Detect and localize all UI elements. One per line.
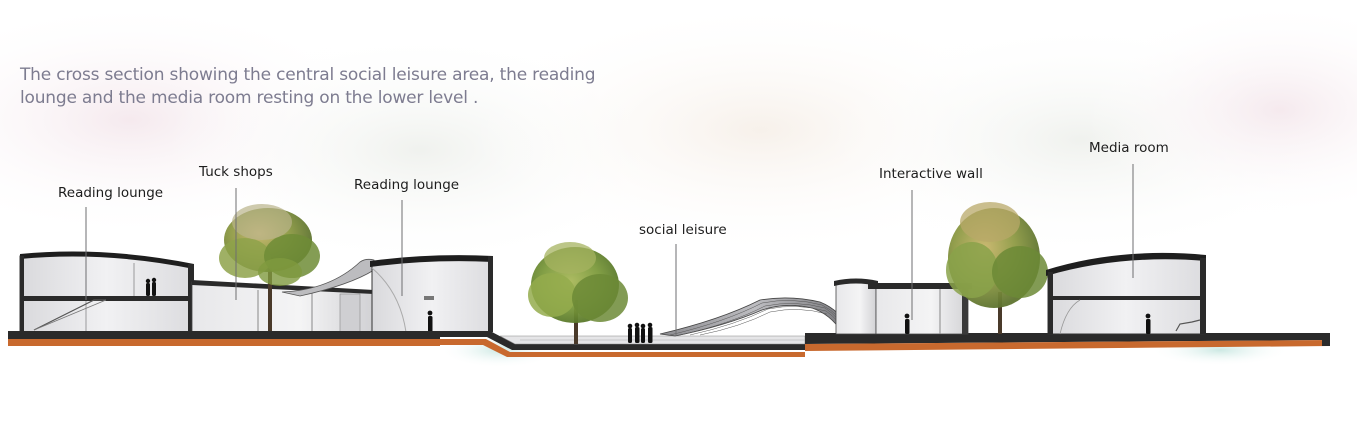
caption-line-1: The cross section showing the central so… — [20, 65, 596, 85]
label-tuck-shops: Tuck shops — [199, 164, 273, 180]
section-caption: The cross section showing the central so… — [20, 64, 660, 110]
caption-line-2: lounge and the media room resting on the… — [20, 88, 479, 108]
label-reading-lounge-mid: Reading lounge — [354, 177, 460, 193]
label-reading-lounge-left: Reading lounge — [58, 185, 164, 201]
label-media-room: Media room — [1089, 140, 1169, 156]
label-social-leisure: social leisure — [639, 222, 727, 238]
label-interactive-wall: Interactive wall — [879, 166, 983, 182]
